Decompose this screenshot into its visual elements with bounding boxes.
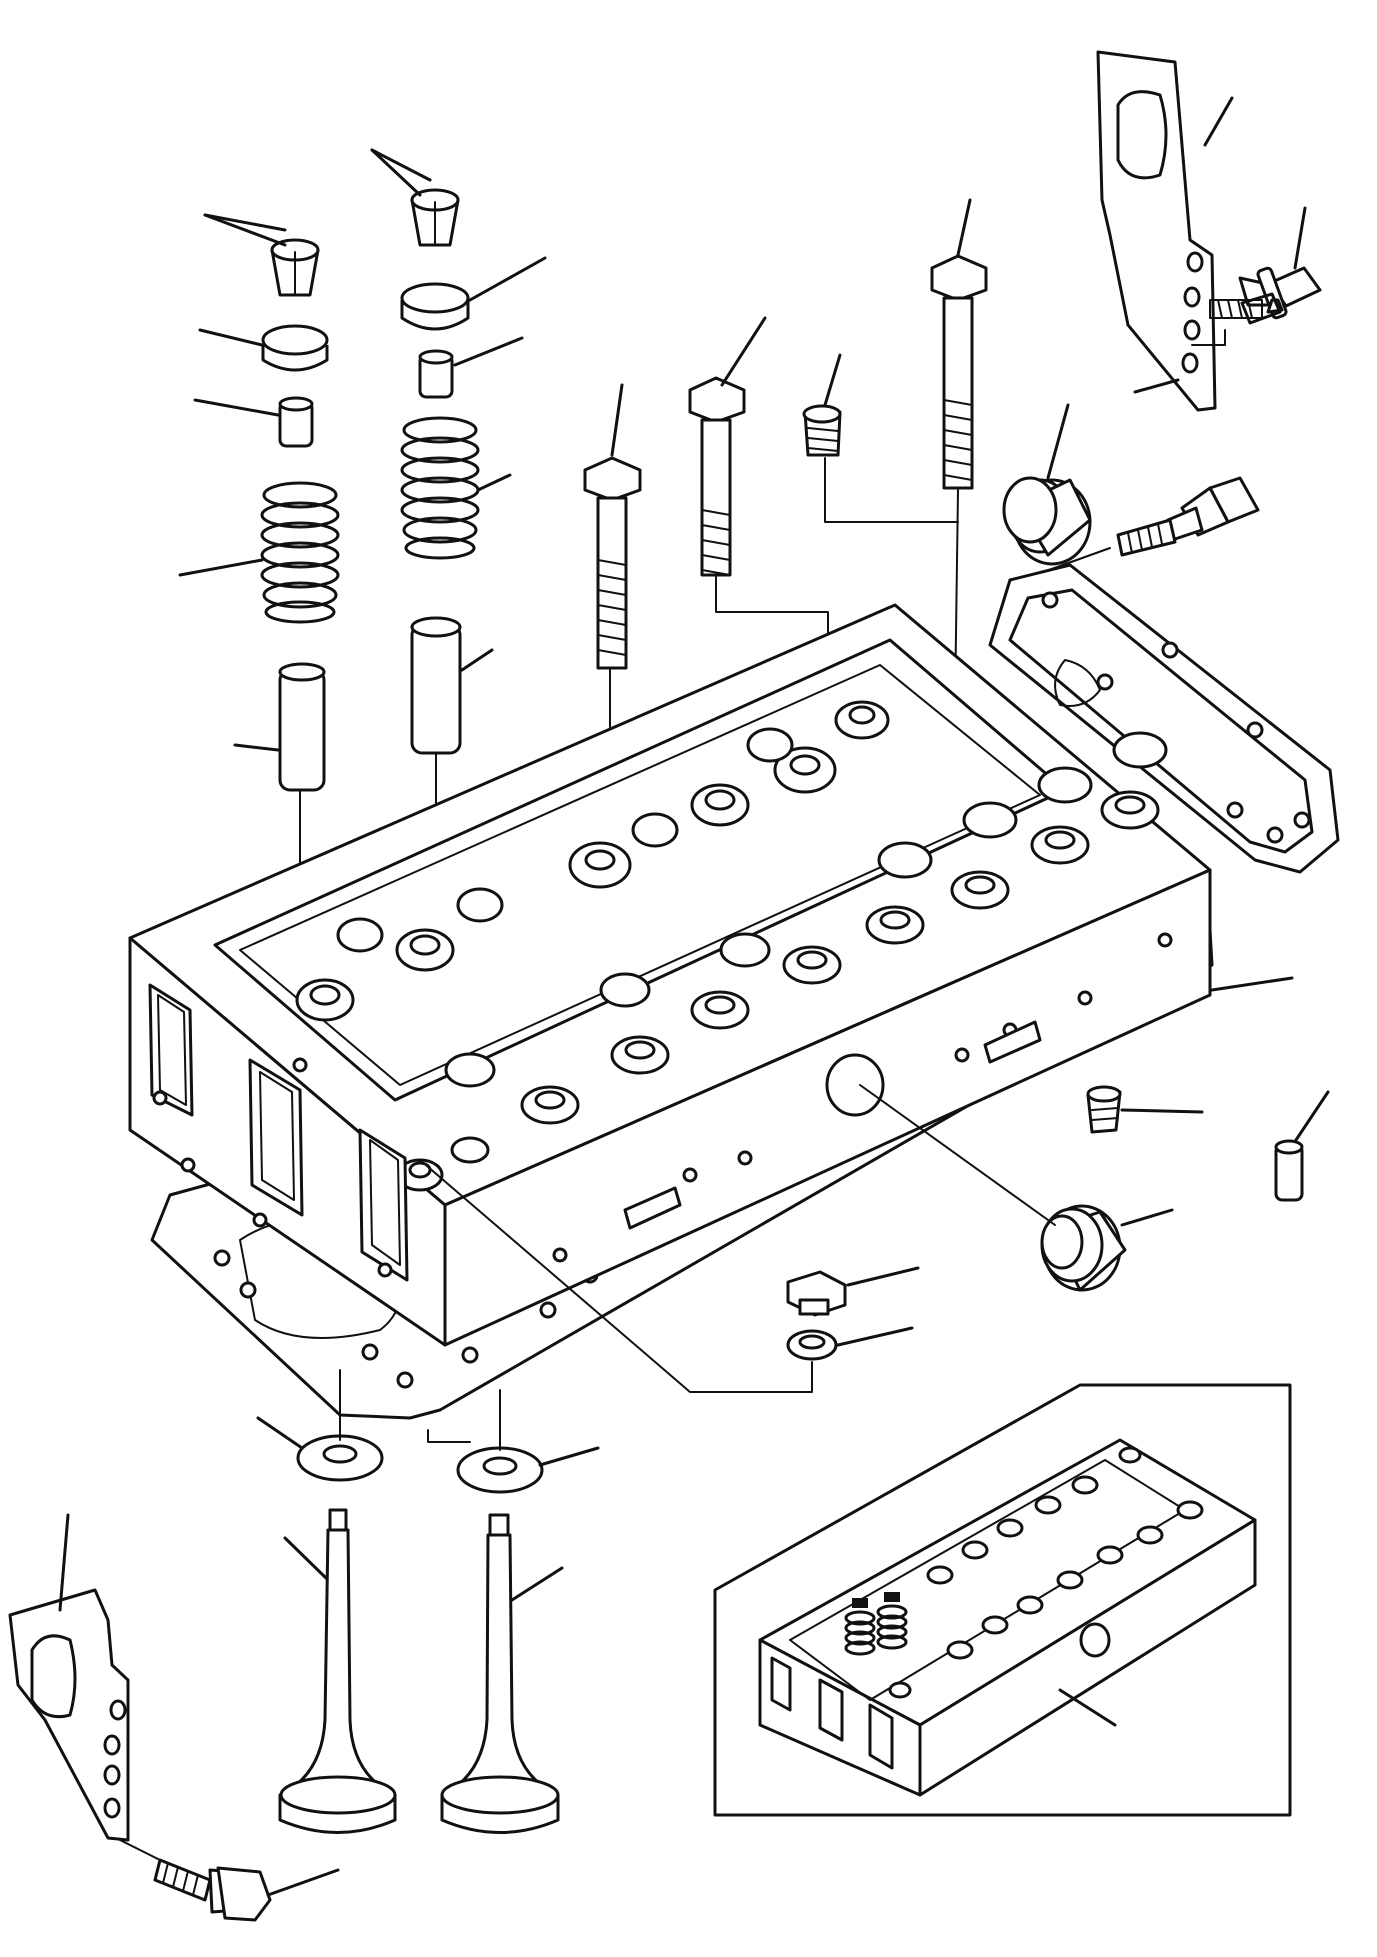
center-valve-collets bbox=[410, 188, 460, 247]
bracket-bolt-top bbox=[1209, 206, 1322, 325]
leader-line bbox=[266, 1868, 340, 1897]
center-valve-assembly bbox=[370, 148, 547, 1051]
left-valve-spring bbox=[260, 481, 340, 624]
head-bolt-medium bbox=[688, 316, 829, 986]
gasket-bolt-right bbox=[1034, 476, 1260, 576]
leader-line bbox=[1293, 206, 1307, 270]
leader-line bbox=[193, 398, 280, 417]
leader-line bbox=[1203, 96, 1234, 147]
alignment-line bbox=[119, 1839, 161, 1861]
drain-plug bbox=[786, 1266, 920, 1317]
inset-front-ports bbox=[770, 1656, 894, 1770]
leader-line bbox=[370, 148, 422, 197]
leader-line bbox=[1210, 976, 1294, 992]
valve-seat-insert-right bbox=[427, 1389, 600, 1494]
leader-line bbox=[203, 213, 287, 247]
leader-line bbox=[956, 198, 972, 257]
leader-line bbox=[283, 1536, 328, 1580]
leader-line bbox=[1046, 403, 1070, 480]
head-bolt-short bbox=[583, 383, 642, 856]
valve-right bbox=[440, 1513, 564, 1834]
alignment-line bbox=[419, 1159, 813, 1393]
front-face-ports bbox=[148, 983, 409, 1282]
leader-line bbox=[370, 148, 432, 182]
valve-seat-insert-left bbox=[256, 1369, 384, 1482]
leader-line bbox=[203, 213, 287, 232]
leader-line bbox=[233, 743, 280, 752]
left-valve-guide bbox=[278, 662, 326, 792]
head-bolt-long bbox=[930, 198, 988, 706]
left-valve-assembly bbox=[178, 213, 340, 961]
side-face-holes bbox=[552, 932, 1173, 1263]
leader-line bbox=[610, 383, 624, 457]
left-valve-collets bbox=[270, 238, 320, 297]
leader-line bbox=[198, 328, 264, 347]
assembled-view-inset bbox=[713, 1383, 1292, 1817]
inset-valve-springs bbox=[844, 1592, 908, 1656]
left-spring-retainer bbox=[261, 324, 329, 372]
leader-line bbox=[460, 648, 494, 672]
valve-left bbox=[278, 1508, 397, 1834]
leader-line bbox=[836, 1326, 914, 1347]
leader-line bbox=[476, 473, 512, 492]
camshaft-seal-ring-bottom bbox=[859, 1084, 1174, 1292]
leader-line bbox=[720, 316, 767, 387]
alignment-line bbox=[1191, 329, 1226, 346]
leader-line bbox=[468, 256, 547, 302]
center-valve-spring bbox=[400, 416, 480, 560]
leader-line bbox=[58, 1513, 70, 1612]
leader-line bbox=[1120, 1208, 1174, 1227]
leader-line bbox=[453, 336, 524, 367]
left-valve-seal bbox=[278, 396, 314, 448]
center-spring-retainer bbox=[400, 282, 470, 331]
dowel-pin bbox=[1274, 1090, 1330, 1202]
cylinder-head-body bbox=[128, 603, 1294, 1420]
leader-line bbox=[846, 1266, 920, 1287]
camshaft-seal-ring-top bbox=[1002, 403, 1092, 566]
center-valve-seal bbox=[418, 349, 454, 399]
threaded-plug-top bbox=[802, 353, 959, 523]
end-cover-gasket bbox=[988, 563, 1340, 874]
lifting-bracket-bottom bbox=[8, 1513, 130, 1842]
alignment-line bbox=[824, 457, 959, 523]
leader-line bbox=[510, 1566, 564, 1602]
center-valve-guide bbox=[410, 616, 462, 755]
leader-line bbox=[178, 558, 264, 577]
inset-bosses bbox=[888, 1446, 1204, 1699]
bracket-bolt-bottom bbox=[119, 1839, 340, 1922]
leader-line bbox=[538, 1446, 600, 1467]
lifting-bracket-top bbox=[1096, 50, 1234, 412]
leader-line bbox=[1294, 1090, 1330, 1142]
leader-line bbox=[1120, 1108, 1204, 1114]
valve-ports bbox=[295, 700, 890, 1022]
leader-line bbox=[1133, 378, 1180, 394]
drain-plug-washer bbox=[419, 1159, 914, 1393]
alignment-line bbox=[427, 1429, 471, 1443]
alignment-line bbox=[859, 1084, 1056, 1226]
injector-bosses bbox=[396, 731, 1168, 1192]
leader-line bbox=[256, 1416, 304, 1450]
leader-line bbox=[1058, 1688, 1117, 1727]
leader-line bbox=[823, 353, 842, 407]
threaded-plug-side bbox=[1086, 1085, 1204, 1134]
